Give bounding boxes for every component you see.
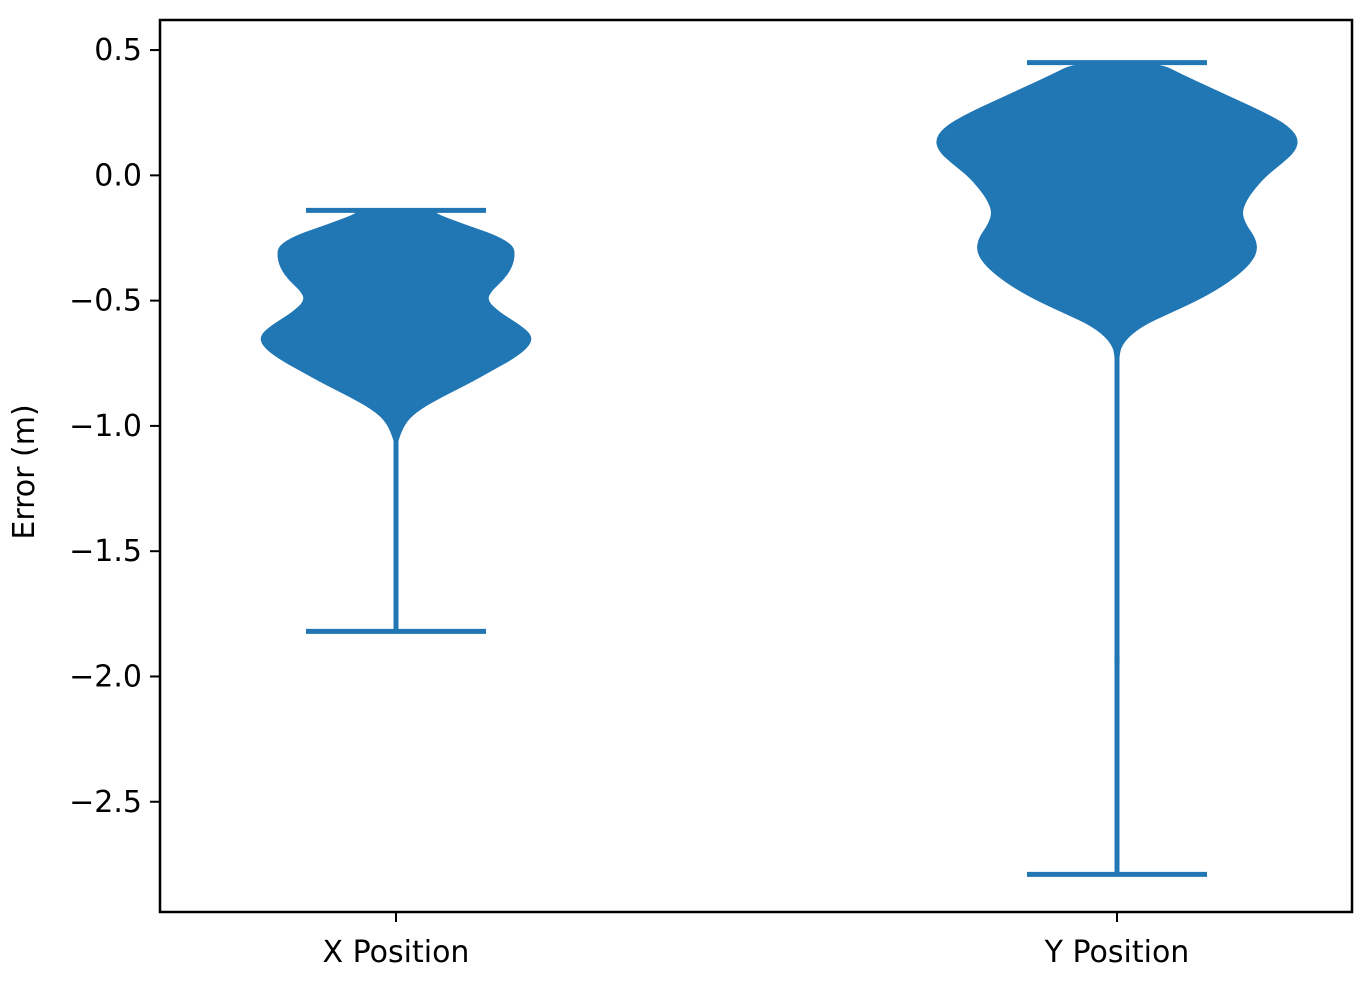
y-axis-label: Error (m) — [7, 404, 42, 539]
y-tick-label: −1.0 — [69, 409, 142, 444]
y-tick-label: −0.5 — [69, 284, 142, 319]
y-axis-ticks: 0.5 0.0 −0.5 −1.0 −1.5 −2.0 −2.5 — [69, 33, 160, 820]
x-tick-label: X Position — [323, 935, 470, 970]
y-tick-label: −2.0 — [69, 659, 142, 694]
x-axis-ticks: X Position Y Position — [323, 912, 1190, 970]
x-tick-label: Y Position — [1044, 935, 1190, 970]
plot-frame — [158, 18, 1354, 914]
y-tick-label: 0.5 — [94, 33, 142, 68]
y-tick-label: −2.5 — [69, 785, 142, 820]
violin-layer — [260, 60, 1298, 877]
y-tick-label: 0.0 — [94, 158, 142, 193]
y-tick-label: −1.5 — [69, 534, 142, 569]
